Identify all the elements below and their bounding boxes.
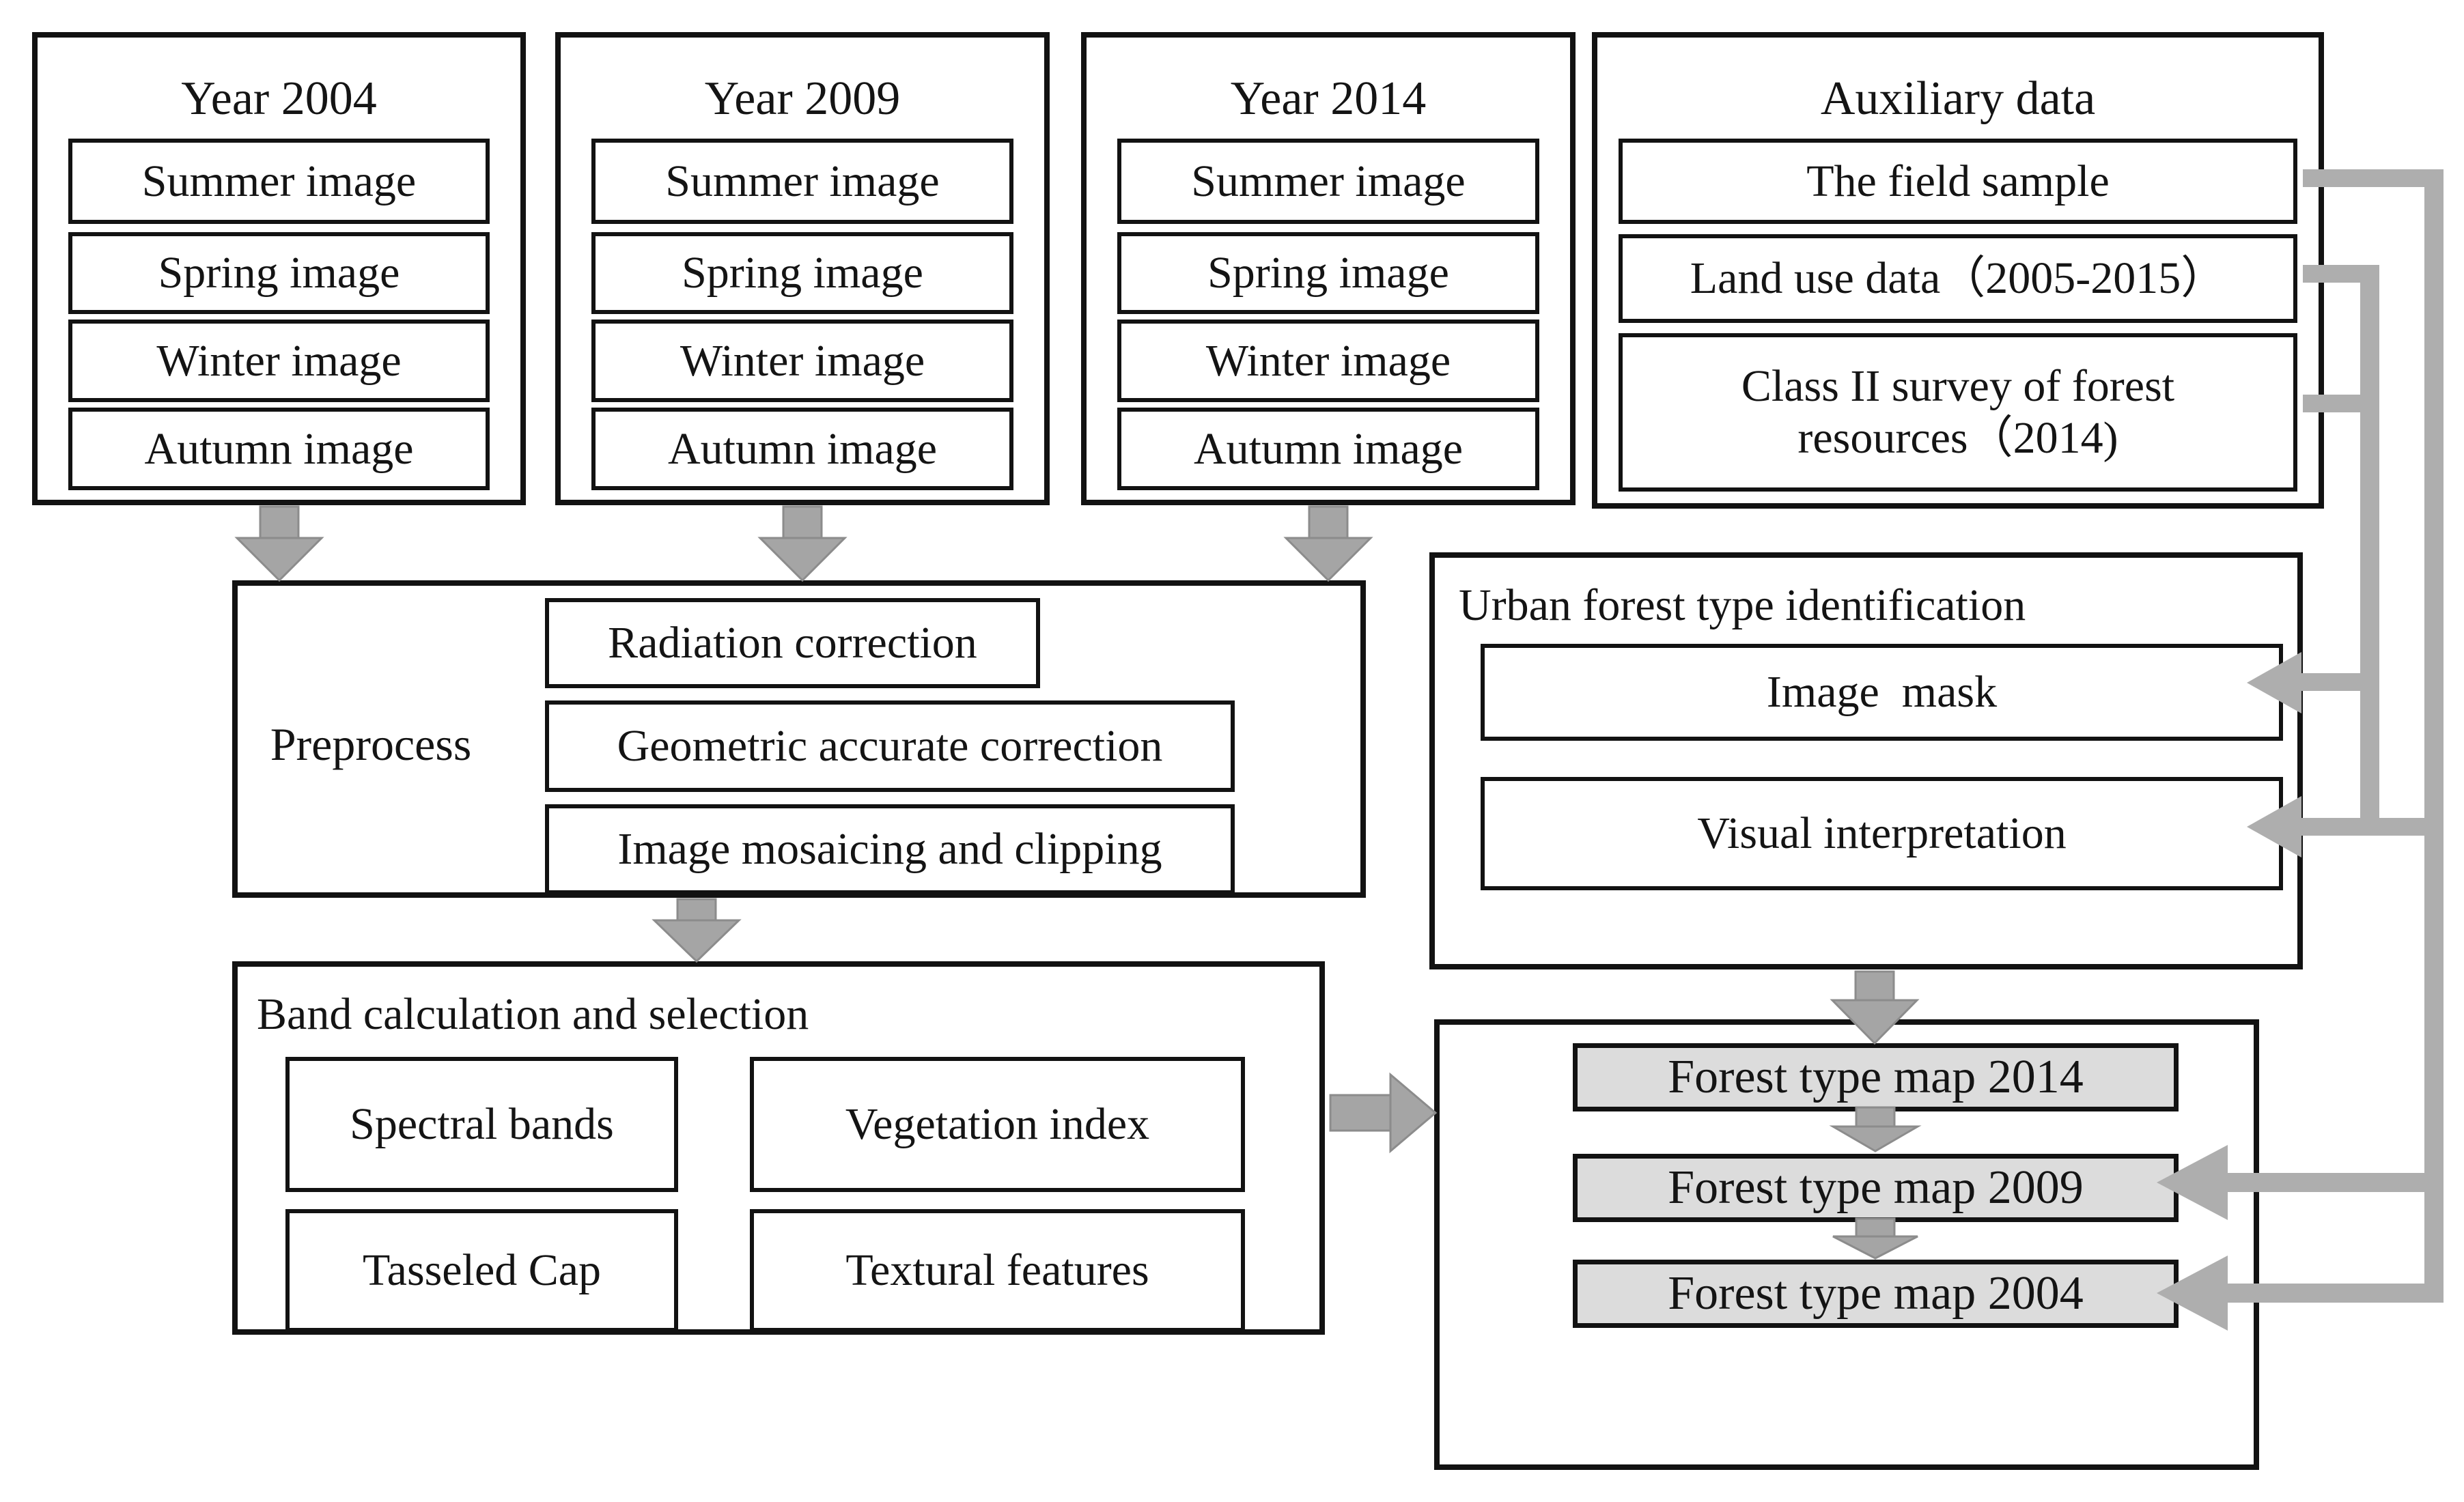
preprocess-step-label: Geometric accurate correction — [617, 721, 1163, 771]
season-row-label: Autumn image — [667, 423, 938, 474]
forest-map-2009-box: Forest type map 2009 — [1573, 1154, 2179, 1222]
season-row-label: Autumn image — [144, 423, 414, 474]
band-item-label: Tasseled Cap — [362, 1245, 602, 1296]
aux-item-label: Class II survey of forest resources（2014… — [1741, 361, 2175, 463]
aux-item-label: Land use data（2005-2015） — [1690, 253, 2226, 304]
aux-item-label: The field sample — [1806, 156, 2110, 206]
season-row-summer-2004: Summer image — [68, 139, 490, 224]
arrow-year2014-to-preprocess — [1283, 505, 1373, 582]
band-item-label: Vegetation index — [845, 1099, 1150, 1150]
season-row-spring-2014: Spring image — [1117, 232, 1539, 314]
urban-forest-panel: Urban forest type identification Image m… — [1429, 552, 2303, 969]
season-row-label: Winter image — [156, 335, 402, 386]
preprocess-panel: Preprocess Radiation correction Geometri… — [232, 580, 1366, 898]
vegetation-index-box: Vegetation index — [750, 1057, 1245, 1192]
arrow-band-to-maps — [1329, 1072, 1438, 1154]
season-row-label: Summer image — [665, 156, 940, 206]
season-row-spring-2004: Spring image — [68, 232, 490, 314]
band-title-box: Band calculation and selection — [257, 982, 1076, 1047]
forest-map-label: Forest type map 2004 — [1668, 1266, 2084, 1320]
arrow-year2004-to-preprocess — [234, 505, 324, 582]
urban-title-label: Urban forest type identification — [1459, 580, 2026, 630]
year-2009-title: Year 2009 — [561, 63, 1044, 135]
year-2014-title: Year 2014 — [1087, 63, 1570, 135]
urban-item-label: Image mask — [1766, 667, 1998, 718]
preprocess-label: Preprocess — [270, 718, 472, 771]
aux-class2-survey-box: Class II survey of forest resources（2014… — [1619, 333, 2297, 492]
band-title-label: Band calculation and selection — [257, 989, 809, 1039]
season-row-label: Spring image — [682, 248, 923, 298]
year-2004-title: Year 2004 — [38, 63, 520, 135]
band-calculation-panel: Band calculation and selection Spectral … — [232, 961, 1325, 1335]
season-row-autumn-2004: Autumn image — [68, 408, 490, 490]
season-row-label: Winter image — [680, 335, 925, 386]
season-row-spring-2009: Spring image — [591, 232, 1013, 314]
spectral-bands-box: Spectral bands — [285, 1057, 678, 1192]
season-row-winter-2014: Winter image — [1117, 320, 1539, 402]
preprocess-step-label: Radiation correction — [608, 618, 977, 668]
visual-interpretation-box: Visual interpretation — [1481, 777, 2283, 890]
connector-visual-interpretation-shaft — [2299, 818, 2444, 836]
year-2014-panel: Year 2014 Summer image Spring image Wint… — [1081, 32, 1576, 505]
arrow-year2009-to-preprocess — [757, 505, 848, 582]
connector-field-sample-vertical — [2424, 169, 2444, 1303]
urban-title-box: Urban forest type identification — [1459, 573, 2278, 638]
geometric-correction-box: Geometric accurate correction — [545, 700, 1235, 792]
forest-map-label: Forest type map 2009 — [1668, 1161, 2084, 1214]
season-row-summer-2014: Summer image — [1117, 139, 1539, 224]
tasseled-cap-box: Tasseled Cap — [285, 1209, 678, 1332]
season-row-winter-2004: Winter image — [68, 320, 490, 402]
band-item-label: Textural features — [845, 1245, 1149, 1296]
forest-map-2004-box: Forest type map 2004 — [1573, 1260, 2179, 1328]
year-2014-title-label: Year 2014 — [1230, 72, 1427, 126]
season-row-summer-2009: Summer image — [591, 139, 1013, 224]
season-row-autumn-2014: Autumn image — [1117, 408, 1539, 490]
season-row-label: Spring image — [1207, 248, 1449, 298]
auxiliary-data-title: Auxiliary data — [1597, 63, 2319, 135]
band-item-label: Spectral bands — [350, 1099, 614, 1150]
urban-item-label: Visual interpretation — [1697, 808, 2067, 859]
forest-map-2014-box: Forest type map 2014 — [1573, 1043, 2179, 1111]
year-2004-panel: Year 2004 Summer image Spring image Wint… — [32, 32, 526, 505]
forest-maps-panel: Forest type map 2014 Forest type map 200… — [1434, 1019, 2259, 1470]
preprocess-step-label: Image mosaicing and clipping — [617, 824, 1162, 875]
year-2004-title-label: Year 2004 — [181, 72, 377, 126]
auxiliary-title-label: Auxiliary data — [1820, 72, 2096, 126]
season-row-autumn-2009: Autumn image — [591, 408, 1013, 490]
season-row-label: Spring image — [158, 248, 400, 298]
aux-field-sample-box: The field sample — [1619, 139, 2297, 224]
connector-aux-vertical — [2360, 265, 2379, 836]
year-2009-title-label: Year 2009 — [704, 72, 901, 126]
season-row-winter-2009: Winter image — [591, 320, 1013, 402]
season-row-label: Summer image — [141, 156, 417, 206]
arrow-preprocess-to-band — [652, 898, 742, 963]
aux-land-use-box: Land use data（2005-2015） — [1619, 234, 2297, 323]
preprocess-label-box: Preprocess — [248, 705, 494, 784]
season-row-label: Winter image — [1205, 335, 1451, 386]
radiation-correction-box: Radiation correction — [545, 598, 1040, 688]
image-mask-box: Image mask — [1481, 644, 2283, 741]
year-2009-panel: Year 2009 Summer image Spring image Wint… — [555, 32, 1050, 505]
forest-map-label: Forest type map 2014 — [1668, 1050, 2084, 1103]
connector-image-mask-shaft — [2299, 673, 2379, 691]
season-row-label: Summer image — [1191, 156, 1466, 206]
textural-features-box: Textural features — [750, 1209, 1245, 1332]
auxiliary-data-panel: Auxiliary data The field sample Land use… — [1592, 32, 2324, 509]
mosaicing-clipping-box: Image mosaicing and clipping — [545, 804, 1235, 894]
season-row-label: Autumn image — [1193, 423, 1464, 474]
